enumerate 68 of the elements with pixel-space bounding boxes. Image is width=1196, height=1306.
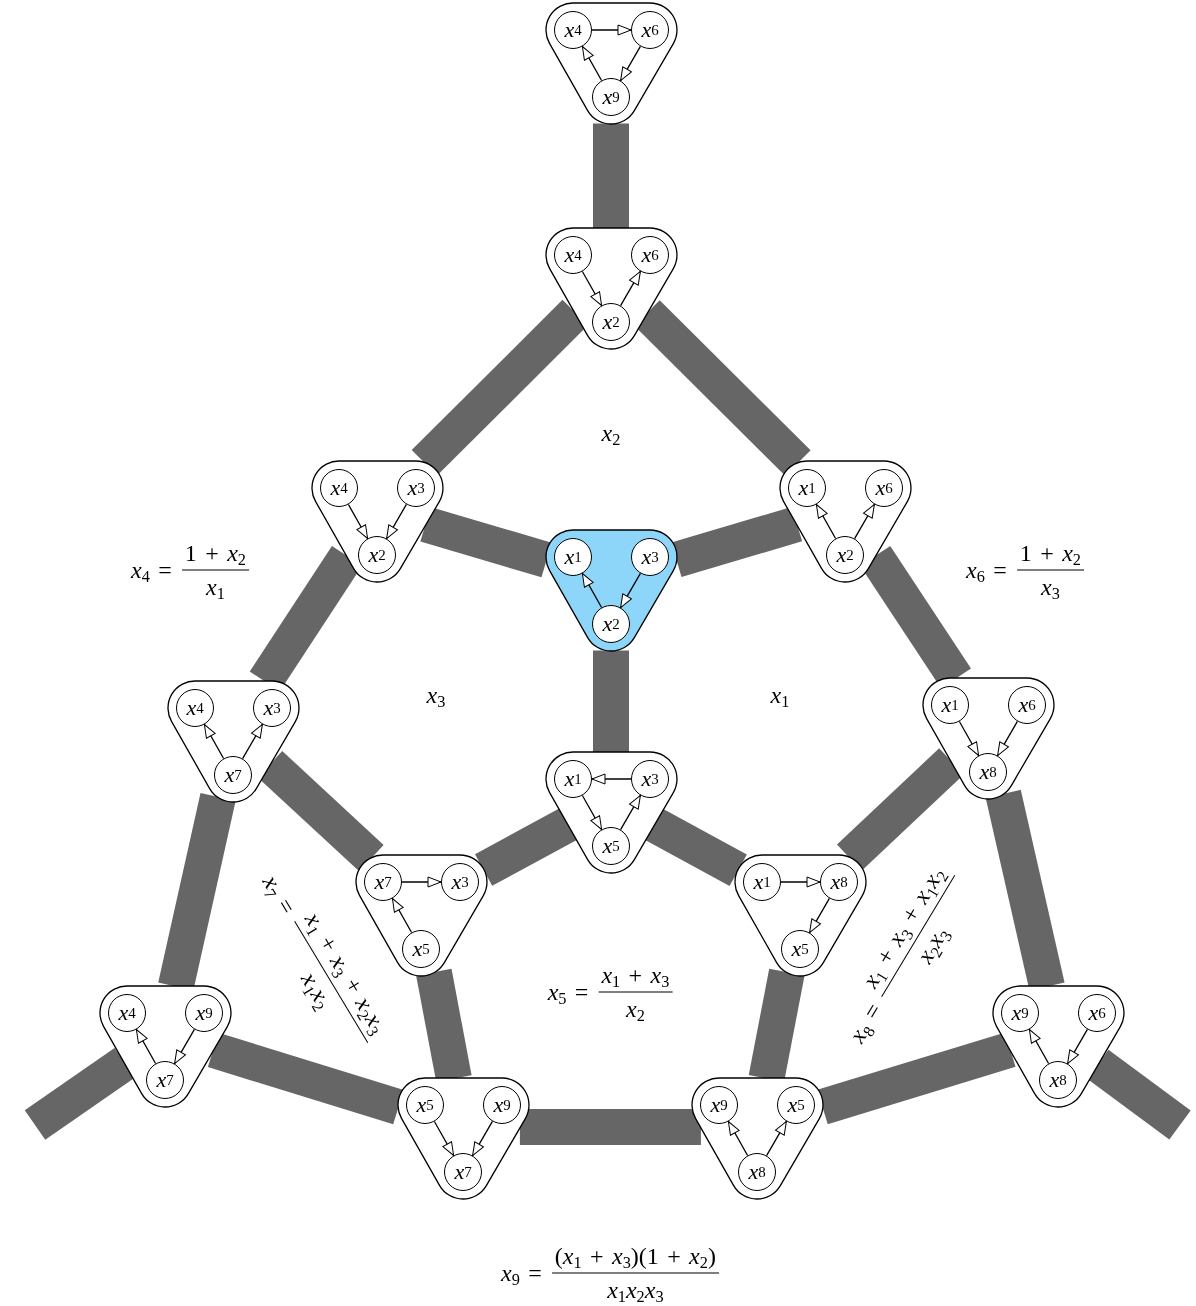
seed-triangle — [923, 678, 1054, 799]
seed-triangle — [398, 1078, 529, 1199]
arrow — [619, 572, 642, 609]
seed-triangle — [546, 752, 677, 873]
arrow — [780, 876, 821, 888]
arrow — [1066, 1028, 1089, 1065]
arrow — [241, 723, 264, 760]
arrow — [401, 876, 442, 888]
denominator: x$_{3}$ — [1016, 569, 1084, 601]
seed-triangle — [780, 461, 911, 582]
mutation-edge — [593, 650, 629, 753]
arrow — [815, 503, 837, 540]
mutation-edge — [420, 507, 552, 578]
arrow — [471, 1120, 494, 1157]
denominator: x$_{2}$ — [598, 991, 673, 1023]
numerator: (x$_{1}$ + x$_{3}$)(1 + x$_{2}$) — [553, 1242, 717, 1273]
arrow — [347, 503, 369, 540]
formula-lhs: x$_{6}$ = — [966, 556, 1007, 584]
variable-label: x$_{3}$ — [426, 681, 446, 709]
arrow — [581, 794, 603, 831]
numerator: 1 + x$_{2}$ — [183, 539, 247, 570]
formula-lhs: x$_{5}$ = — [547, 978, 589, 1006]
numerator: x$_{1}$ + x$_{3}$ — [600, 961, 671, 992]
arrow — [591, 773, 632, 785]
arrow — [433, 1120, 455, 1157]
mutation-edge — [645, 808, 747, 887]
arrow — [591, 24, 632, 36]
seed-triangle — [312, 461, 443, 582]
variable-label: x$_{2}$ — [601, 419, 621, 447]
arrow — [765, 1120, 788, 1157]
arrow — [135, 1028, 157, 1065]
arrow — [619, 270, 642, 307]
arrow — [581, 572, 603, 609]
mutation-edge — [817, 1032, 1016, 1125]
denominator: x$_{1}$ — [181, 569, 249, 601]
arrow — [581, 45, 603, 82]
arrow — [996, 720, 1019, 757]
denominator: x$_{1}$x$_{2}$x$_{3}$ — [551, 1272, 719, 1304]
arrow — [173, 1028, 196, 1065]
arrow — [727, 1120, 749, 1157]
mutation-edge — [207, 1032, 404, 1125]
seed-triangle — [168, 681, 299, 802]
arrow — [203, 723, 225, 760]
seed-triangle — [735, 855, 866, 976]
formula-lhs: x$_{9}$ = — [501, 1259, 542, 1287]
mutation-edge — [593, 123, 629, 229]
arrow — [619, 45, 642, 82]
seed-triangle — [692, 1078, 823, 1199]
seed-triangle — [100, 986, 231, 1107]
arrow — [1028, 1028, 1050, 1065]
formula-lhs: x$_{4}$ = — [131, 556, 172, 584]
mutation-edge — [671, 506, 803, 577]
mutation-edge — [519, 1109, 701, 1145]
seed-triangle — [356, 855, 487, 976]
variable-label: x$_{1}$ — [770, 681, 790, 709]
arrow — [385, 503, 408, 540]
arrow — [391, 897, 413, 934]
numerator: 1 + x$_{2}$ — [1018, 539, 1082, 570]
seed-triangle — [546, 3, 677, 124]
mutation-edge — [1087, 1049, 1191, 1140]
arrow — [853, 503, 876, 540]
seed-triangle — [546, 228, 677, 349]
seed-triangle — [546, 530, 677, 651]
arrow — [808, 897, 831, 934]
arrow — [958, 720, 980, 757]
arrow — [619, 794, 642, 831]
seed-triangle — [993, 986, 1124, 1107]
arrow — [581, 270, 603, 307]
